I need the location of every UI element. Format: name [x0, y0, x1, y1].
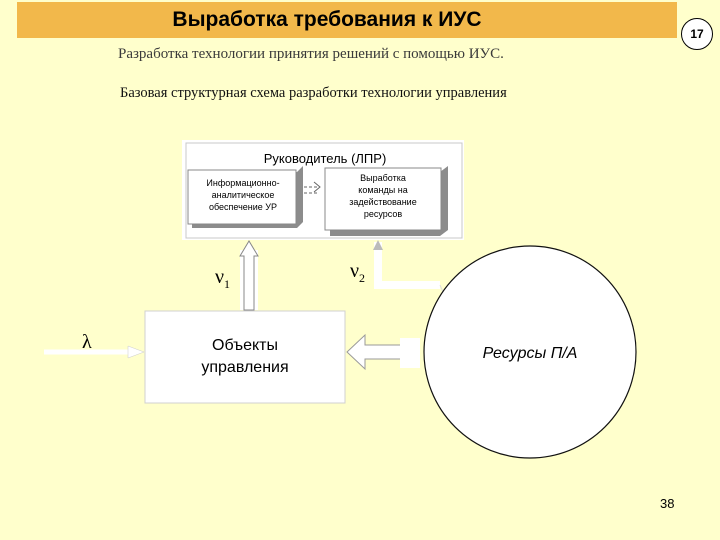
command-box-line-4: ресурсов: [364, 209, 403, 219]
manager-box-label: Руководитель (ЛПР): [264, 151, 387, 166]
lambda-label: λ: [82, 331, 92, 353]
slide-subtitle: Разработка технологии принятия решений с…: [118, 46, 504, 62]
title-bar: Выработка требования к ИУС: [17, 2, 677, 38]
nu1-label: ν1: [215, 266, 230, 291]
objects-box: [144, 310, 346, 404]
nu2-arrowhead: [373, 240, 383, 250]
command-box-line-1: Выработка: [360, 173, 406, 183]
objects-box-line-1: Объекты: [212, 337, 278, 354]
slide-title: Выработка требования к ИУС: [172, 8, 482, 31]
info-box-line-2: аналитическое: [212, 190, 275, 200]
arrow-circle-junction: [400, 338, 420, 368]
command-box: [324, 167, 442, 231]
nu2-connector-halo: [374, 242, 440, 289]
page-number: 38: [660, 496, 675, 511]
command-box-line-3: задействование: [349, 197, 416, 207]
info-box-line-1: Информационно-: [206, 178, 279, 188]
info-box: [187, 169, 297, 225]
nu2-connector: [376, 242, 440, 287]
info-to-command-arrowhead-top: [313, 181, 321, 193]
nu2-label: ν2: [350, 260, 365, 285]
resources-label: Ресурсы П/А: [483, 345, 578, 362]
lambda-arrowhead: [127, 345, 145, 359]
resources-circle: [423, 245, 637, 459]
info-box-line-3: обеспечение УР: [209, 202, 277, 212]
objects-box-line-2: управления: [201, 359, 288, 376]
nu1-arrow: [239, 240, 259, 311]
diagram-caption: Базовая структурная схема разработки тех…: [120, 85, 507, 101]
command-box-line-2: команды на: [358, 185, 407, 195]
slide-number-badge: 17: [681, 18, 713, 50]
